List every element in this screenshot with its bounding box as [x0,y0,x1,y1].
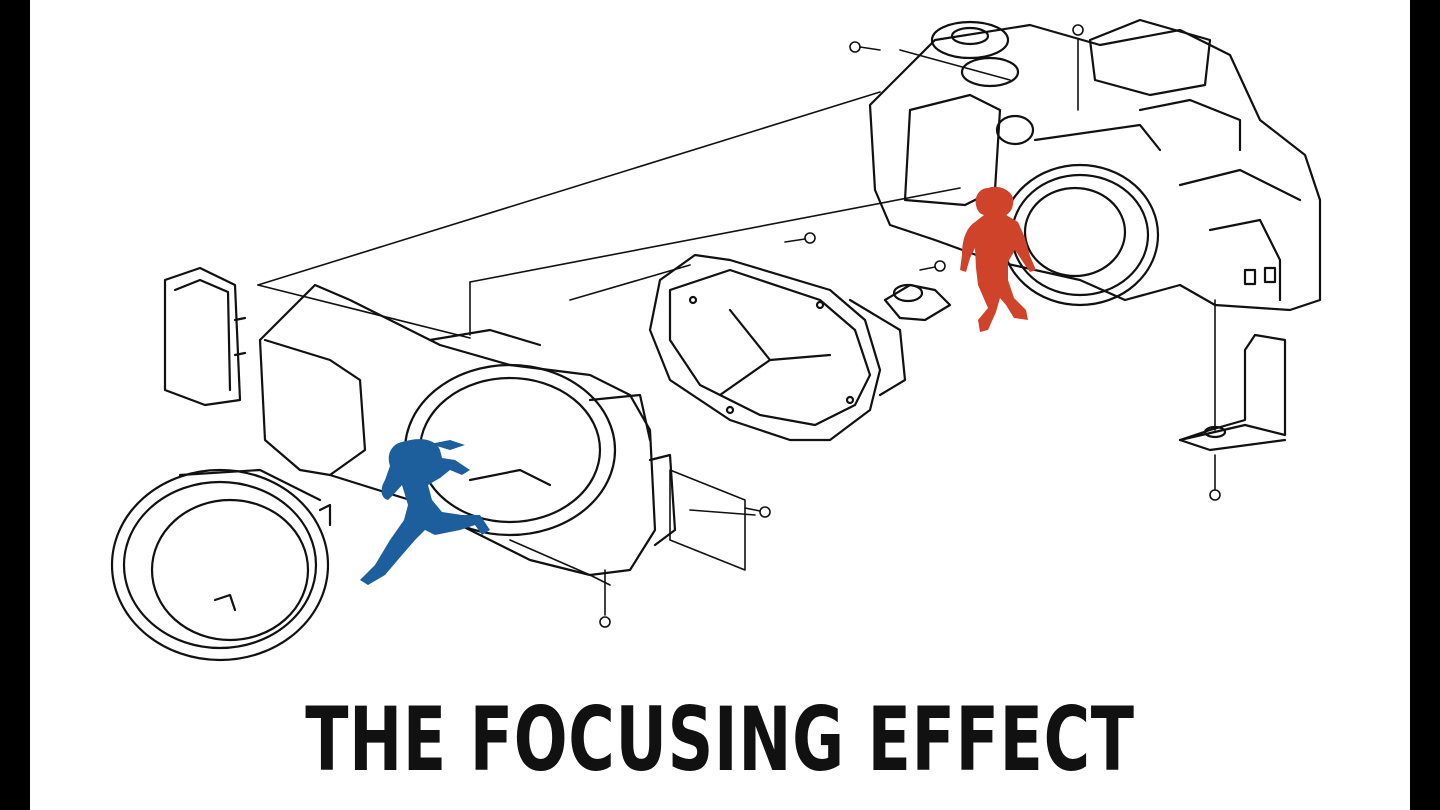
lens-ring [110,468,332,662]
exploded-camera-illustration [30,0,1410,700]
blue-running-figure [360,439,490,585]
poster-title: THE FOCUSING EFFECT [305,688,1135,791]
bottom-bracket [1178,333,1287,452]
lens-mount-frame [648,253,907,442]
red-walking-figure [960,186,1036,332]
camera-line-art [110,18,1322,662]
assembly-lines [257,39,1216,616]
clip-part [883,283,952,322]
camera-body [868,18,1322,312]
rear-plate [509,469,746,586]
front-shell [258,283,677,577]
screws [599,24,1221,628]
poster: THE FOCUSING EFFECT [30,0,1410,810]
battery-door [163,266,247,407]
